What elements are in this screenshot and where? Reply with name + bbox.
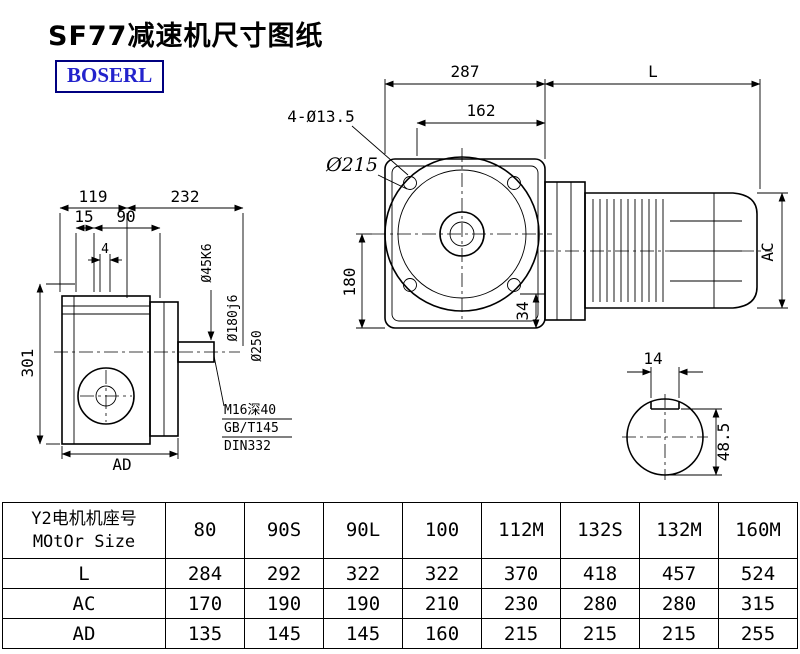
dim-AC: AC — [758, 242, 777, 261]
holes-label: 4-Ø13.5 — [287, 107, 354, 126]
dim-232: 232 — [171, 187, 200, 206]
cell: 524 — [718, 558, 798, 589]
cell: 280 — [560, 588, 640, 619]
cell: 135 — [165, 618, 245, 649]
cell: 370 — [481, 558, 561, 589]
tap-note-line1: M16深40 — [224, 403, 276, 418]
table-row-L: L 284 292 322 322 370 418 457 524 — [2, 558, 798, 589]
cell: 190 — [244, 588, 324, 619]
dim-15: 15 — [74, 207, 93, 226]
end-cover-circle — [77, 367, 135, 425]
cell: 457 — [639, 558, 719, 589]
header-line2: MOtOr Size — [32, 531, 136, 552]
table-row-AC: AC 170 190 190 210 230 280 280 315 — [2, 588, 798, 619]
cell: 230 — [481, 588, 561, 619]
dim-287: 287 — [451, 62, 480, 81]
cell: 315 — [718, 588, 798, 619]
shaft-dia-label: Ø45K6 — [200, 243, 215, 282]
side-view — [54, 295, 240, 445]
motor-size-header-cell: Y2电机机座号 MOtOr Size — [2, 502, 166, 559]
column-header: 160M — [718, 502, 798, 559]
motor-size-table: Y2电机机座号 MOtOr Size 80 90S 90L 100 112M 1… — [2, 502, 798, 649]
column-header: 90S — [244, 502, 324, 559]
flange-dia-label: Ø215 — [325, 154, 378, 176]
row-label: L — [2, 558, 166, 589]
bolt-hole — [403, 278, 417, 292]
dim-119: 119 — [79, 187, 108, 206]
cell: 190 — [323, 588, 403, 619]
cell: 210 — [402, 588, 482, 619]
dim-AD: AD — [112, 455, 131, 474]
dim-90: 90 — [116, 207, 135, 226]
key-width-dim: 14 — [643, 349, 662, 368]
cell: 145 — [323, 618, 403, 649]
column-header: 132S — [560, 502, 640, 559]
cell: 170 — [165, 588, 245, 619]
dim-180: 180 — [340, 268, 359, 297]
table-header-row: Y2电机机座号 MOtOr Size 80 90S 90L 100 112M 1… — [2, 502, 798, 559]
cell: 418 — [560, 558, 640, 589]
side-view-dimensions: 119 232 15 90 4 301 AD Ø45K6 Ø180j6 Ø250 — [18, 187, 292, 474]
motor-body — [584, 192, 758, 309]
dim-301: 301 — [18, 349, 37, 378]
bolt-hole — [403, 176, 417, 190]
cell: 322 — [402, 558, 482, 589]
cell: 255 — [718, 618, 798, 649]
shaft-section: 14 48.5 — [622, 349, 733, 480]
cell: 215 — [481, 618, 561, 649]
dim-L: L — [648, 62, 658, 81]
brand-logo: BOSERL — [55, 60, 165, 93]
header-line1: Y2电机机座号 — [31, 508, 137, 529]
cell: 292 — [244, 558, 324, 589]
page-title: SF77减速机尺寸图纸 — [48, 21, 324, 52]
cell: 284 — [165, 558, 245, 589]
cell: 145 — [244, 618, 324, 649]
flange-dia-label: Ø250 — [250, 330, 265, 361]
bolt-hole — [507, 278, 521, 292]
cell: 160 — [402, 618, 482, 649]
row-label: AC — [2, 588, 166, 619]
column-header: 80 — [165, 502, 245, 559]
bolt-hole — [507, 176, 521, 190]
dim-4: 4 — [101, 242, 109, 257]
dimension-drawing: 287 L 162 4-Ø13.5 Ø215 180 34 AC — [18, 62, 788, 480]
row-label: AD — [2, 618, 166, 649]
cell: 280 — [639, 588, 719, 619]
cell: 215 — [639, 618, 719, 649]
front-view-dimensions: 287 L 162 4-Ø13.5 Ø215 180 34 AC — [287, 62, 788, 329]
front-view-housing — [372, 148, 552, 329]
column-header: 90L — [323, 502, 403, 559]
cell: 215 — [560, 618, 640, 649]
shaft-depth-dim: 48.5 — [714, 423, 733, 462]
dim-162: 162 — [467, 101, 496, 120]
motor — [540, 181, 772, 321]
column-header: 112M — [481, 502, 561, 559]
column-header: 100 — [402, 502, 482, 559]
tap-note-line2: GB/T145 — [224, 421, 279, 436]
cell: 322 — [323, 558, 403, 589]
column-header: 132M — [639, 502, 719, 559]
dim-34: 34 — [513, 301, 532, 320]
spigot-dia-label: Ø180j6 — [226, 295, 241, 342]
tap-note-line3: DIN332 — [224, 439, 271, 454]
table-row-AD: AD 135 145 145 160 215 215 215 255 — [2, 618, 798, 649]
